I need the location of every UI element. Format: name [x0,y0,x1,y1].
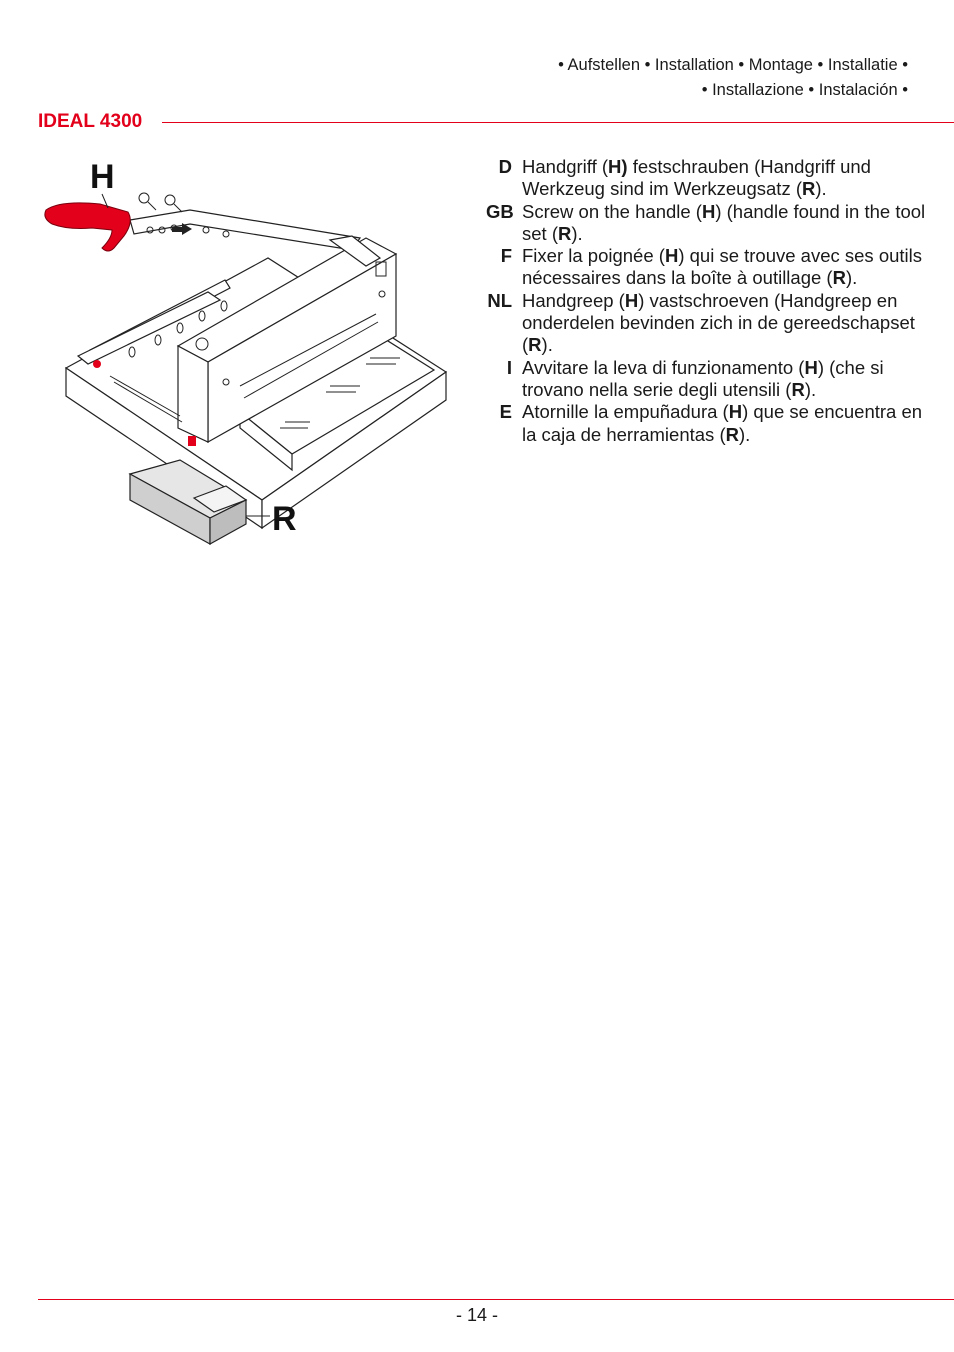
red-handle-part [44,202,131,252]
instruction-text: Atornille la empuñadura (H) que se encue… [522,401,923,445]
instruction-text: Avvitare la leva di funzionamento (H) (c… [522,356,884,400]
instruction-fr: F Fixer la poignée (H) qui se trouve ave… [486,245,926,290]
header-languages-line-1: • Aufstellen • Installation • Montage • … [558,56,908,74]
instruction-list: D Handgriff (H) festschrauben (Handgriff… [486,156,926,446]
instruction-gb: GB Screw on the handle (H) (handle found… [486,201,926,246]
language-code: E [499,401,512,423]
language-code: F [500,245,512,267]
instruction-it: I Avvitare la leva di funzionamento (H) … [486,357,926,402]
instruction-de: D Handgriff (H) festschrauben (Handgriff… [486,156,926,201]
instruction-text: Handgriff (H) festschrauben (Handgriff u… [522,156,871,200]
language-code: NL [487,289,512,311]
instruction-text: Fixer la poignée (H) qui se trouve avec … [522,245,923,289]
language-code: GB [486,200,514,222]
instruction-es: E Atornille la empuñadura (H) que se enc… [486,401,926,446]
cutter-illustration: H R [30,150,460,550]
tool-box [128,459,248,546]
model-title: IDEAL 4300 [38,111,143,132]
language-code: I [506,356,512,378]
instruction-nl: NL Handgreep (H) vastschroeven (Handgree… [486,290,926,357]
label-r: R [272,500,297,538]
label-h: H [90,158,115,196]
footer-divider [38,1299,954,1300]
instruction-text: Screw on the handle (H) (handle found in… [522,200,926,244]
header-divider [162,122,954,123]
instruction-text: Handgreep (H) vastschroeven (Handgreep e… [522,289,915,356]
language-code: D [498,156,512,177]
page-number: - 14 - [455,1305,498,1325]
paper-cutter-drawing: H R [44,158,448,546]
header-languages-line-2: • Installazione • Instalación • [701,81,908,99]
